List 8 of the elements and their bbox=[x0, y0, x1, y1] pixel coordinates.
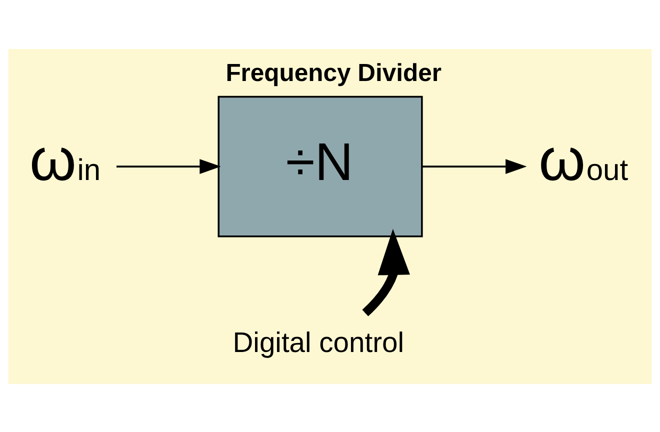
node-box: ÷N bbox=[218, 95, 423, 237]
node-text: Digital control bbox=[232, 325, 404, 358]
arrow bbox=[362, 228, 410, 316]
arrow bbox=[422, 158, 527, 174]
arrow bbox=[116, 158, 221, 174]
node-text: ωin bbox=[29, 126, 101, 193]
diagram-title: Frequency Divider bbox=[226, 60, 442, 87]
node-text: ωout bbox=[538, 126, 628, 193]
